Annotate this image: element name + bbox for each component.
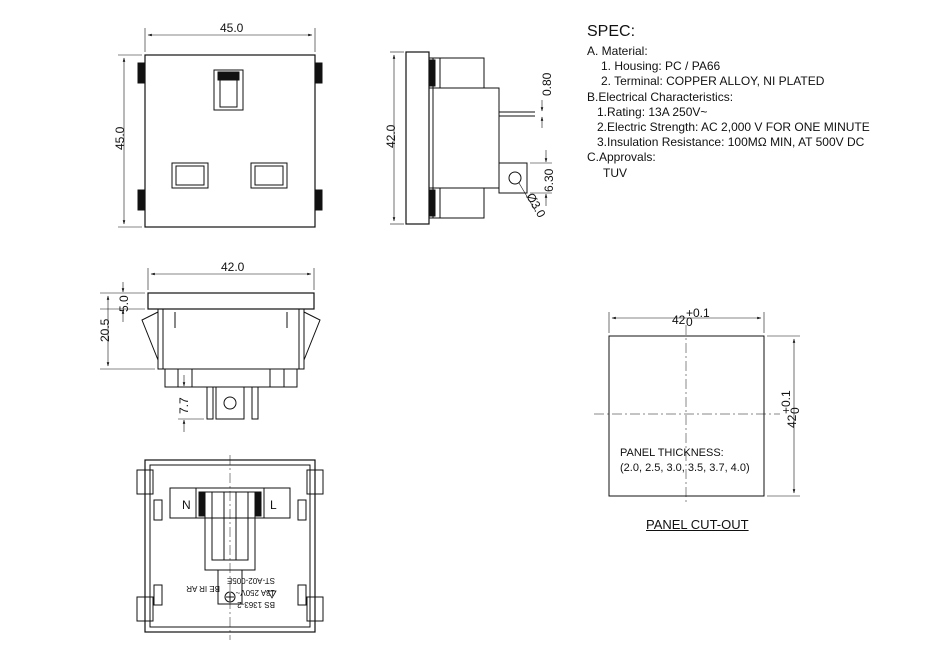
rear-view [136, 455, 324, 640]
spec-electrical-item-3: 3.Insulation Resistance: 100MΩ MIN, AT 5… [597, 135, 865, 150]
spec-approvals-item-1: TUV [603, 165, 627, 180]
warning-triangle-icon [267, 590, 277, 599]
rear-live-label: L [270, 498, 277, 512]
spec-electrical-heading: B.Electrical Characteristics: [587, 89, 734, 104]
bottom-width-label: 42.0 [221, 260, 245, 274]
cutout-width-label: 42 [672, 313, 686, 327]
spec-block: SPEC: A. Material: 1. Housing: PC / PA66… [587, 22, 870, 181]
hole-dia-label: Ø3.0 [523, 191, 548, 221]
panel-thickness-note: PANEL THICKNESS: (2.0, 2.5, 3.0, 3.5, 3.… [620, 446, 750, 476]
spec-approvals-heading: C.Approvals: [587, 150, 656, 165]
spec-material-item-2: 2. Terminal: COPPER ALLOY, NI PLATED [601, 74, 825, 89]
cutout-height-tol: +0.1 [779, 390, 793, 414]
flange-label: 5.0 [117, 295, 131, 312]
front-width-label: 45.0 [220, 21, 244, 35]
bottom-view [100, 268, 321, 432]
depth-label: 20.5 [98, 318, 112, 342]
spec-title: SPEC: [587, 23, 636, 40]
side-height-label: 42.0 [384, 124, 398, 148]
cutout-height-tol-low: 0 [788, 407, 802, 414]
panel-thickness-values: (2.0, 2.5, 3.0, 3.5, 3.7, 4.0) [620, 462, 750, 474]
pin-length-label: 7.7 [177, 397, 191, 414]
spec-electrical-item-2: 2.Electric Strength: AC 2,000 V FOR ONE … [597, 120, 870, 135]
front-height-label: 45.0 [113, 126, 127, 150]
rear-marking-3: ST-A02-005E [227, 576, 275, 585]
rear-neutral-label: N [182, 498, 191, 512]
panel-cutout-caption: PANEL CUT-OUT [646, 517, 749, 532]
cutout-width-tol-low: 0 [686, 315, 693, 329]
cutout-height-label: 42 [785, 414, 799, 428]
terminal-width-label: 6.30 [542, 168, 556, 192]
rear-marking-2: 13A 250V~ [235, 588, 275, 597]
spec-electrical-item-1: 1.Rating: 13A 250V~ [597, 104, 708, 119]
side-view [390, 51, 552, 225]
panel-thickness-title: PANEL THICKNESS: [620, 447, 724, 459]
spec-material-item-1: 1. Housing: PC / PA66 [601, 59, 721, 74]
rear-marking-1: BS 1363-2 [237, 600, 275, 609]
spec-material-heading: A. Material: [587, 44, 648, 58]
rear-marking-4: BE IR AR [186, 584, 220, 593]
front-view [118, 28, 323, 228]
terminal-thickness-label: 0.80 [540, 72, 554, 96]
panel-cutout [594, 312, 800, 505]
cutout-width-tol: +0.1 [686, 306, 710, 320]
